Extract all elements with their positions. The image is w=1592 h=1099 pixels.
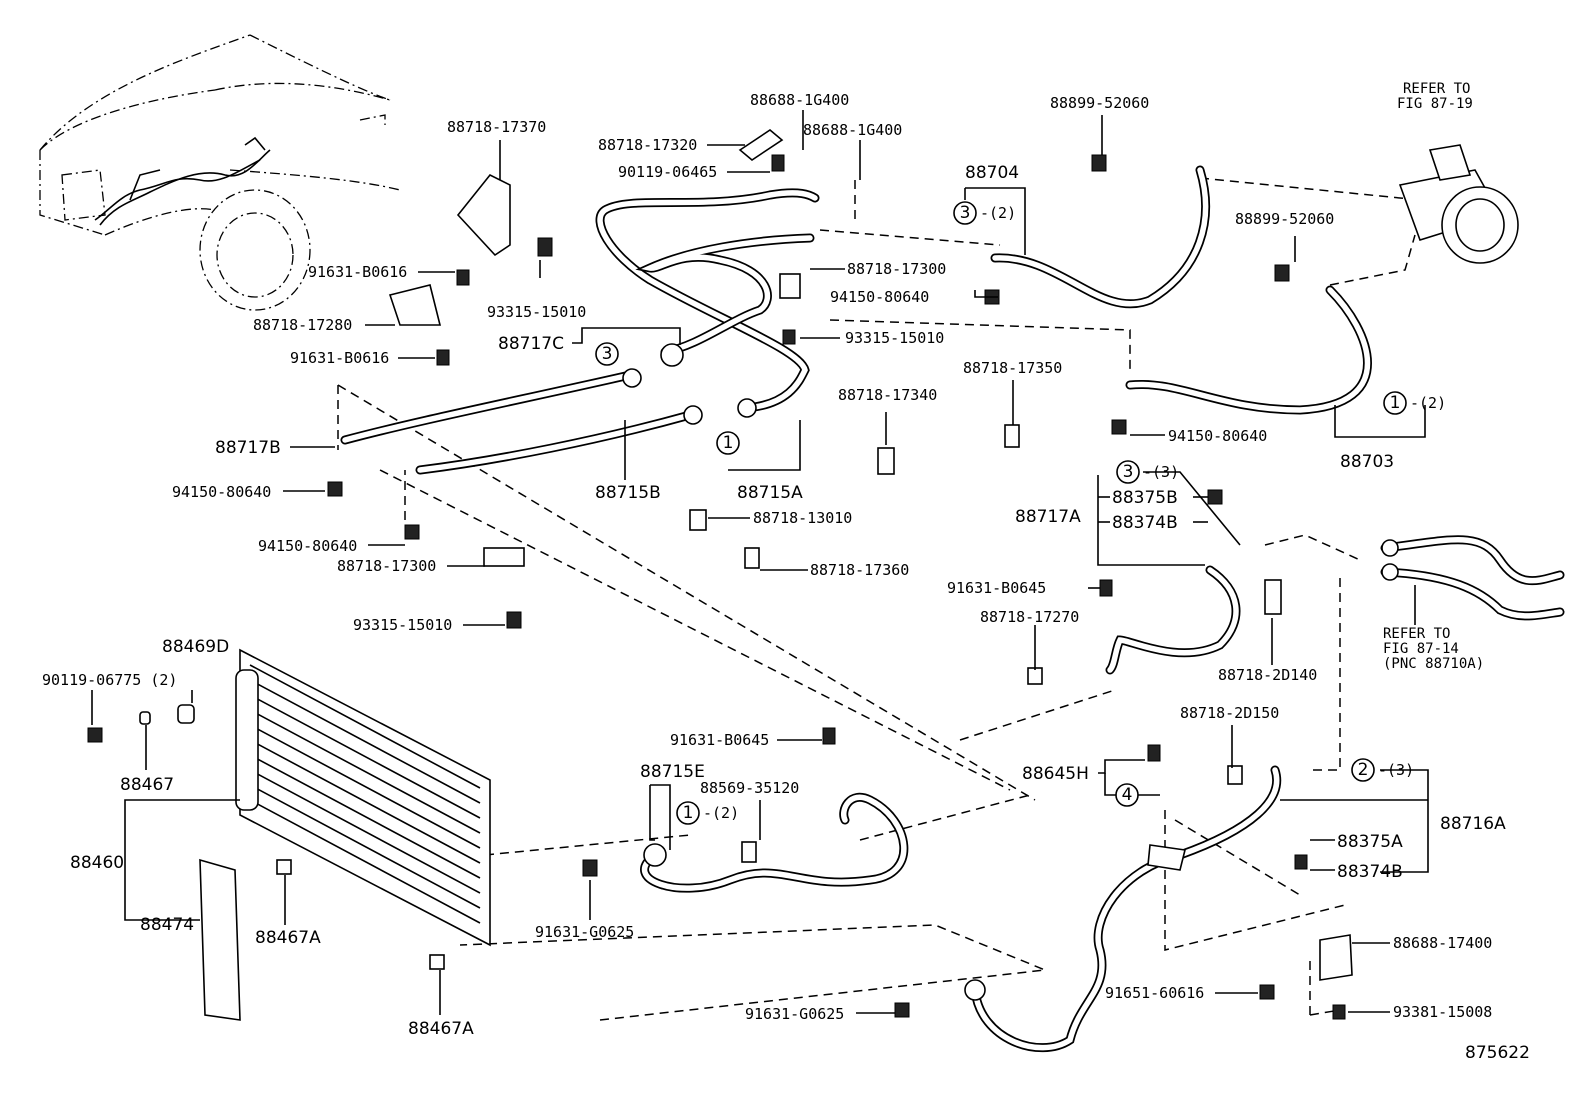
svg-text:4: 4 <box>1122 785 1133 805</box>
label-88467: 88467 <box>120 775 174 795</box>
label-94150-80640-d: 94150-80640 <box>1168 427 1267 445</box>
note-refer-87-19-line2: FIG 87-19 <box>1397 96 1473 112</box>
label-90119-06465: 90119-06465 <box>618 163 717 181</box>
svg-text:3: 3 <box>1123 462 1134 482</box>
circled-3-b: 3 <box>595 342 619 366</box>
label-88715a: 88715A <box>737 483 803 503</box>
label-qty-2-b: -(2) <box>1410 394 1446 412</box>
label-88718-17370: 88718-17370 <box>447 118 546 136</box>
label-88469d: 88469D <box>162 637 229 657</box>
label-93315-15010-c: 93315-15010 <box>845 329 944 347</box>
label-88645h: 88645H <box>1022 764 1089 784</box>
label-94150-80640-c: 94150-80640 <box>830 288 929 306</box>
label-88718-17350: 88718-17350 <box>963 359 1062 377</box>
circled-numbers: 3 -(2) 3 1 1 -(2) 3 -(3) 1 -(2) 4 <box>595 201 1446 825</box>
pipes <box>340 165 1565 1053</box>
circled-2: 2 -(3) <box>1351 758 1414 782</box>
label-91631-g0625-b: 91631-G0625 <box>745 1005 844 1023</box>
label-88717c: 88717C <box>498 334 564 354</box>
label-88718-17280: 88718-17280 <box>253 316 352 334</box>
label-88474: 88474 <box>140 915 194 935</box>
svg-text:1: 1 <box>683 803 694 823</box>
svg-text:3: 3 <box>960 203 971 223</box>
label-88467a-a: 88467A <box>255 928 321 948</box>
circled-4: 4 <box>1115 783 1139 807</box>
label-88718-17320: 88718-17320 <box>598 136 697 154</box>
label-88718-17300-a: 88718-17300 <box>337 557 436 575</box>
guide-lines <box>337 177 1421 1021</box>
leader-lines <box>91 110 1429 1015</box>
label-88718-2d150: 88718-2D150 <box>1180 704 1279 722</box>
label-88899-52060-b: 88899-52060 <box>1235 210 1334 228</box>
label-88715b: 88715B <box>595 483 661 503</box>
note-refer-87-14-line2: FIG 87-14 <box>1383 641 1459 657</box>
label-88374b-a: 88374B <box>1112 513 1178 533</box>
label-91631-b0616-a: 91631-B0616 <box>308 263 407 281</box>
label-88717a: 88717A <box>1015 507 1081 527</box>
label-qty-2-c: -(2) <box>703 804 739 822</box>
condenser <box>199 648 491 1021</box>
label-91631-b0645-b: 91631-B0645 <box>670 731 769 749</box>
label-88715e: 88715E <box>640 762 705 782</box>
label-88375b-a: 88375B <box>1112 488 1178 508</box>
label-93315-15010-a: 93315-15010 <box>487 303 586 321</box>
vehicle-outline <box>39 34 401 311</box>
label-88718-17300-b: 88718-17300 <box>847 260 946 278</box>
circled-1-c: 1 -(2) <box>676 801 739 825</box>
label-88374b-b: 88374B <box>1337 862 1403 882</box>
label-88688-17400: 88688-17400 <box>1393 934 1492 952</box>
label-90119-06775: 90119-06775 (2) <box>42 671 177 689</box>
label-93315-15010-b: 93315-15010 <box>353 616 452 634</box>
label-94150-80640-a: 94150-80640 <box>172 483 271 501</box>
part-labels: 88718-17370 91631-B0616 93315-15010 8871… <box>42 81 1530 1063</box>
label-88467a-b: 88467A <box>408 1019 474 1039</box>
label-88899-52060-a: 88899-52060 <box>1050 94 1149 112</box>
label-88718-17360: 88718-17360 <box>810 561 909 579</box>
svg-text:3: 3 <box>602 344 613 364</box>
label-88716a: 88716A <box>1440 814 1506 834</box>
circled-1-b: 1 -(2) <box>1383 391 1446 415</box>
label-88717b: 88717B <box>215 438 281 458</box>
label-88703: 88703 <box>1340 452 1394 472</box>
label-qty-2-a: -(2) <box>980 204 1016 222</box>
label-qty-3-b: -(3) <box>1378 761 1414 779</box>
label-91631-g0625-a: 91631-G0625 <box>535 923 634 941</box>
label-88704: 88704 <box>965 163 1019 183</box>
label-88718-2d140: 88718-2D140 <box>1218 666 1317 684</box>
label-88718-13010: 88718-13010 <box>753 509 852 527</box>
label-88375a: 88375A <box>1337 832 1403 852</box>
note-refer-87-19-line1: REFER TO <box>1403 81 1470 97</box>
label-94150-80640-b: 94150-80640 <box>258 537 357 555</box>
circled-1-a: 1 <box>716 431 740 455</box>
svg-text:1: 1 <box>723 433 734 453</box>
label-qty-3-a: -(3) <box>1143 463 1179 481</box>
label-88718-17270: 88718-17270 <box>980 608 1079 626</box>
label-91631-b0616-b: 91631-B0616 <box>290 349 389 367</box>
compressor <box>1398 144 1519 264</box>
label-88688-1g400-b: 88688-1G400 <box>803 121 902 139</box>
circled-3-a: 3 -(2) <box>953 201 1016 225</box>
hardware-parts <box>87 129 1399 1020</box>
label-88569-35120: 88569-35120 <box>700 779 799 797</box>
svg-text:1: 1 <box>1390 393 1401 413</box>
note-refer-87-14-line1: REFER TO <box>1383 626 1450 642</box>
svg-text:2: 2 <box>1358 760 1369 780</box>
label-91651-60616: 91651-60616 <box>1105 984 1204 1002</box>
label-93381-15008: 93381-15008 <box>1393 1003 1492 1021</box>
label-88460: 88460 <box>70 853 124 873</box>
label-88718-17340: 88718-17340 <box>838 386 937 404</box>
note-refer-87-14-line3: (PNC 88710A) <box>1383 656 1484 672</box>
label-91631-b0645-a: 91631-B0645 <box>947 579 1046 597</box>
diagram-id: 875622 <box>1465 1043 1530 1063</box>
circled-3-c: 3 -(3) <box>1116 460 1179 484</box>
label-88688-1g400-a: 88688-1G400 <box>750 91 849 109</box>
